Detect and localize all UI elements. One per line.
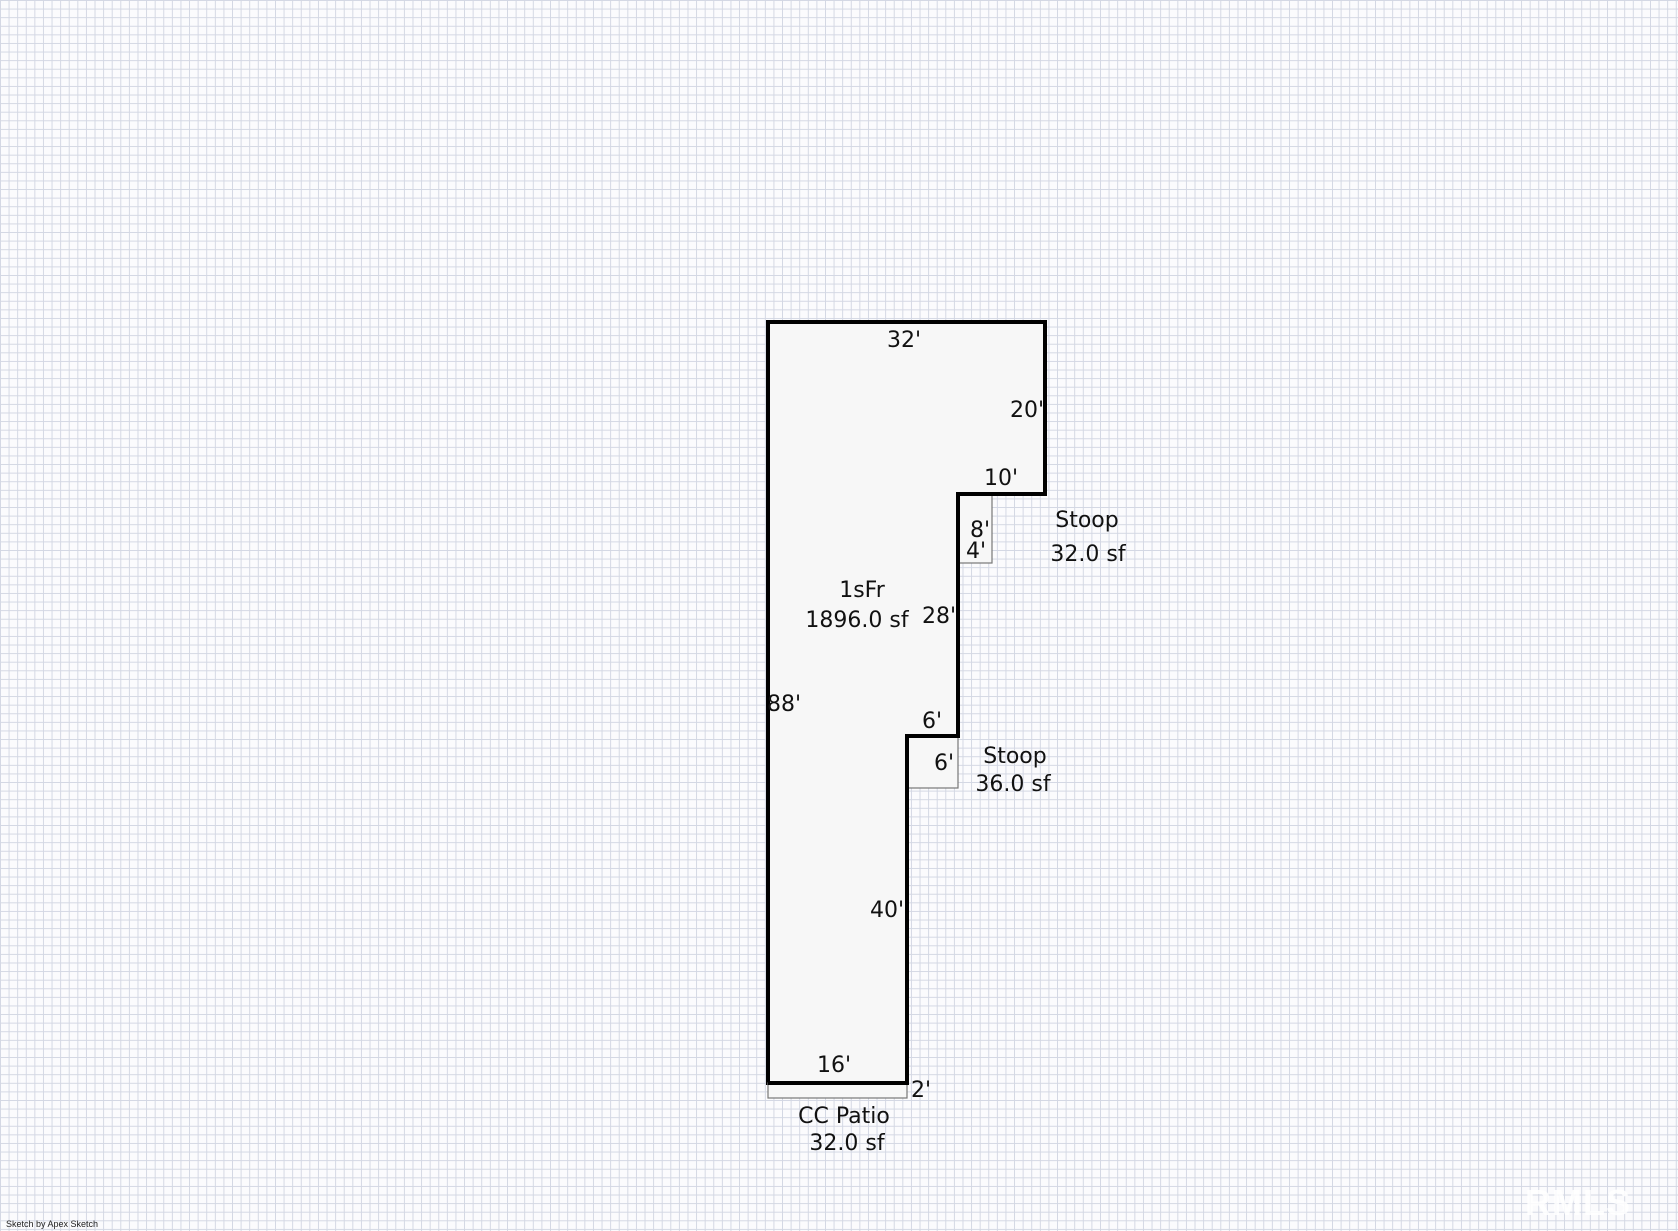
dim-stoop1-width: 4' [966, 539, 986, 564]
dim-top: 32' [887, 328, 921, 353]
watermark-logo: RMLS [1525, 1182, 1631, 1223]
room-main-area: 1896.0 sf [805, 608, 909, 633]
dim-patio-depth: 2' [911, 1078, 931, 1103]
main-floor-edge [768, 492, 1045, 1085]
dim-lower-step: 6' [922, 709, 942, 734]
room-stoop2-area: 36.0 sf [975, 772, 1051, 797]
patio-outline [767, 1082, 908, 1099]
dim-stoop1-depth: 8' [970, 518, 990, 543]
dim-middle-right: 28' [922, 604, 956, 629]
dim-stoop2-side: 6' [934, 751, 954, 776]
room-patio-area: 32.0 sf [809, 1131, 885, 1156]
room-main-name: 1sFr [839, 578, 886, 603]
room-stoop2-name: Stoop [983, 744, 1046, 769]
room-stoop1-area: 32.0 sf [1050, 542, 1126, 567]
stoop-2-outline [906, 735, 959, 789]
dim-upper-right: 20' [1010, 398, 1044, 423]
dim-left: 88' [767, 692, 801, 717]
room-stoop1-name: Stoop [1055, 508, 1118, 533]
sketch-credit: Sketch by Apex Sketch [6, 1219, 99, 1229]
room-patio-name: CC Patio [798, 1104, 890, 1129]
dim-bottom: 16' [817, 1053, 851, 1078]
dim-lower-right: 40' [870, 898, 904, 923]
dim-upper-step: 10' [984, 466, 1018, 491]
